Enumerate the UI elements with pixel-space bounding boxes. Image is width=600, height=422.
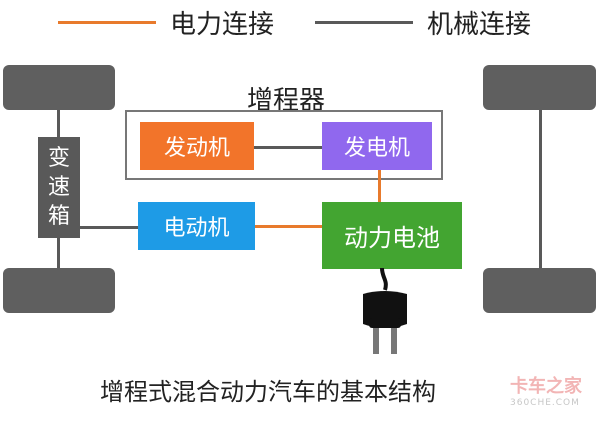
diagram-caption: 增程式混合动力汽车的基本结构 <box>100 378 436 406</box>
gearbox-motor-line <box>80 226 140 229</box>
gearbox-char-1: 变 <box>47 146 70 171</box>
rear-right-wheel <box>483 268 596 313</box>
battery-box: 动力电池 <box>322 202 462 269</box>
gearbox-char-3: 箱 <box>47 204 70 229</box>
motor-box: 电动机 <box>138 202 255 250</box>
legend-electric-label: 电力连接 <box>170 10 275 40</box>
legend-mechanical-line <box>315 21 413 24</box>
gearbox-char-2: 速 <box>47 175 70 200</box>
legend-mechanical-label: 机械连接 <box>427 10 532 40</box>
watermark-text: 卡车之家 <box>510 376 582 397</box>
engine-box: 发动机 <box>140 122 254 170</box>
rear-left-wheel <box>3 268 115 313</box>
range-extender-frame <box>125 110 443 180</box>
charging-plug-icon <box>363 268 407 354</box>
front-left-wheel <box>3 65 115 110</box>
watermark-sub: 360CHE.COM <box>510 398 580 408</box>
watermark-logo: 卡车之家 360CHE.COM <box>510 376 598 416</box>
generator-box: 发电机 <box>322 122 432 170</box>
right-axle-line <box>539 110 542 268</box>
engine-generator-line <box>250 146 322 149</box>
motor-battery-line <box>255 225 323 228</box>
gearbox-box: 变 速 箱 <box>38 137 80 238</box>
generator-battery-line <box>378 170 381 202</box>
legend-electric-line <box>58 21 156 24</box>
front-right-wheel <box>483 65 596 110</box>
